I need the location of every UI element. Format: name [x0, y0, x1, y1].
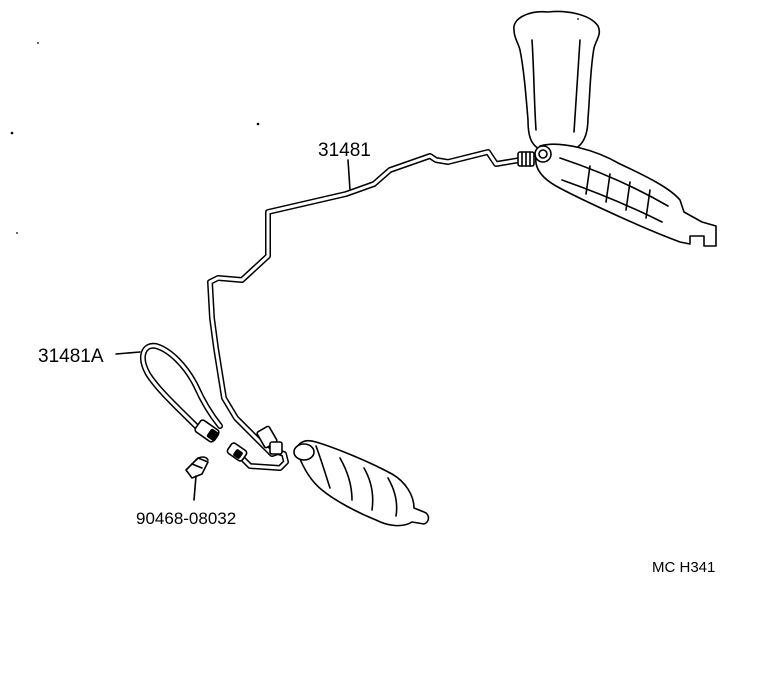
leader-hose: [115, 351, 141, 355]
leader-tube: [347, 159, 351, 191]
leader-lines: [115, 159, 351, 501]
clutch-tube: [207, 149, 535, 471]
release-cylinder: [293, 439, 430, 527]
flexible-hose: [139, 342, 248, 462]
label-tube: 31481: [318, 140, 371, 161]
master-cylinder: [513, 10, 717, 247]
diagram-code: MC H341: [652, 559, 715, 576]
leader-clip: [193, 475, 197, 501]
specks: [10, 18, 579, 234]
label-hose: 31481A: [38, 346, 104, 367]
clip: [185, 456, 209, 479]
label-clip: 90468-08032: [136, 509, 236, 528]
